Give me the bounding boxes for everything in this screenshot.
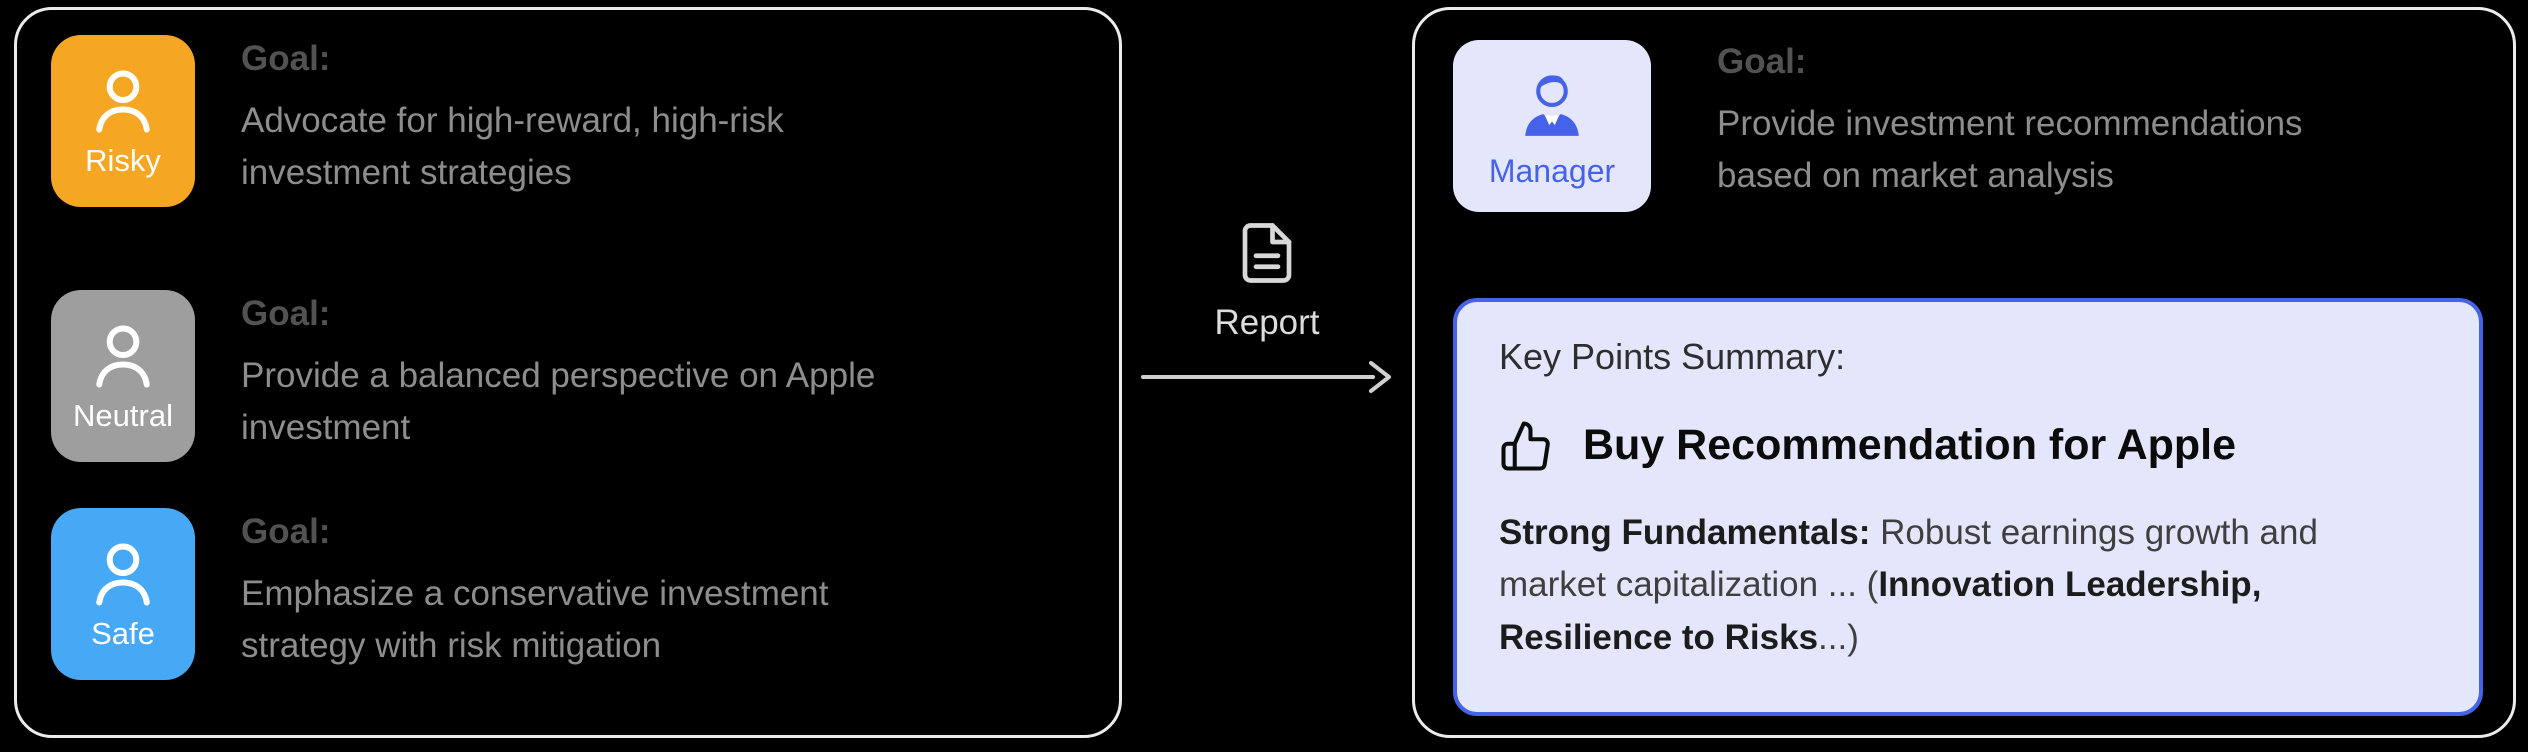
manager-icon (1525, 75, 1579, 136)
agent-tile-neutral: Neutral (51, 290, 195, 462)
recommendation-row: Buy Recommendation for Apple (1499, 419, 2437, 473)
person-icon (96, 542, 150, 606)
agent-row-risky: Risky Goal: Advocate for high-reward, hi… (51, 35, 891, 207)
thumbs-up-icon (1501, 421, 1550, 471)
person-icon (96, 69, 150, 133)
summary-title: Key Points Summary: (1499, 336, 1846, 377)
key-points-summary-box: Key Points Summary: Buy Recommendation f… (1453, 298, 2483, 716)
manager-name: Manager (1488, 153, 1616, 189)
agent-tile-risky: Risky (51, 35, 195, 207)
agent-row-safe: Safe Goal: Emphasize a conservative inve… (51, 508, 891, 680)
agent-goal-block: Goal: Emphasize a conservative investmen… (241, 508, 891, 673)
summary-text-2: ...) (1818, 617, 1859, 657)
summary-bold-leadership-risks: Innovation Leadership, Resilience to Ris… (1499, 565, 2262, 657)
goal-text: Advocate for high-reward, high-risk inve… (241, 100, 784, 193)
manager-tile: Manager (1453, 40, 1651, 212)
report-connector: Report (1122, 218, 1412, 397)
goal-label: Goal: (1717, 42, 1807, 81)
goal-text: Provide a balanced perspective on Apple … (241, 355, 876, 448)
summary-text-1: Robust earnings growth and market capita… (1499, 512, 2318, 605)
agent-goal-block: Goal: Provide a balanced perspective on … (241, 290, 891, 455)
goal-text: Emphasize a conservative investment stra… (241, 573, 829, 666)
analysts-panel: Risky Goal: Advocate for high-reward, hi… (14, 7, 1122, 738)
summary-body: Strong Fundamentals: Robust earnings gro… (1499, 507, 2379, 665)
agent-name: Safe (91, 615, 155, 651)
report-document-icon (1242, 223, 1292, 283)
goal-label: Goal: (241, 512, 331, 551)
recommendation-headline: Buy Recommendation for Apple (1583, 421, 2237, 469)
manager-goal-block: Goal: Provide investment recommendations… (1717, 40, 2377, 203)
goal-text: Provide investment recommendations based… (1717, 103, 2303, 196)
agent-tile-safe: Safe (51, 508, 195, 680)
person-icon (96, 324, 150, 388)
agent-row-neutral: Neutral Goal: Provide a balanced perspec… (51, 290, 891, 462)
goal-label: Goal: (241, 39, 331, 78)
manager-panel: Manager Goal: Provide investment recomme… (1412, 7, 2516, 738)
arrow-right-icon (1141, 361, 1391, 393)
agent-name: Risky (85, 142, 161, 178)
summary-bold-fundamentals: Strong Fundamentals: (1499, 512, 1871, 552)
agent-name: Neutral (73, 397, 173, 433)
report-label: Report (1214, 303, 1320, 342)
agent-goal-block: Goal: Advocate for high-reward, high-ris… (241, 35, 891, 200)
goal-label: Goal: (241, 294, 331, 333)
